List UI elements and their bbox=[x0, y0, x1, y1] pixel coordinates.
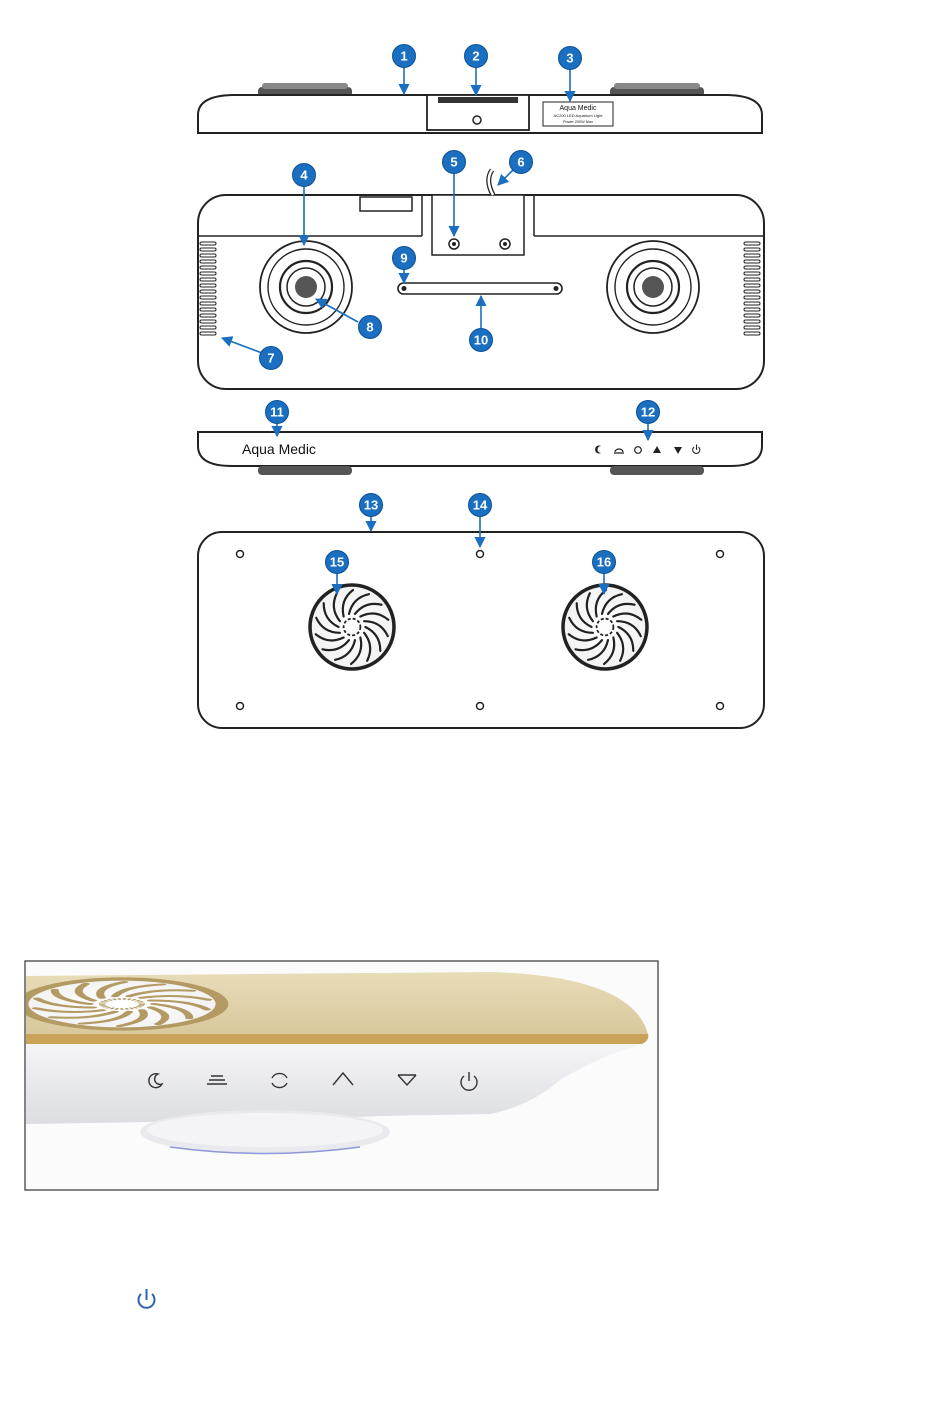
vent-slot bbox=[200, 314, 216, 317]
front-view bbox=[198, 170, 764, 389]
fan-grille-right bbox=[563, 585, 647, 669]
vent-slot bbox=[744, 260, 760, 263]
callout-badge: 11 bbox=[266, 401, 289, 424]
badge-number: 2 bbox=[472, 49, 479, 64]
vent-slot bbox=[744, 308, 760, 311]
badge-number: 10 bbox=[474, 333, 488, 348]
callout-badge: 3 bbox=[559, 47, 582, 70]
vent-slot bbox=[744, 332, 760, 335]
label-plate: Aqua Medic AC200 LED Aquarium Light Powe… bbox=[543, 102, 613, 126]
callout-badge: 5 bbox=[443, 151, 466, 174]
badge-number: 9 bbox=[400, 251, 407, 266]
vent-slot bbox=[200, 308, 216, 311]
vent-slot bbox=[200, 284, 216, 287]
vent-slot bbox=[200, 242, 216, 245]
vent-slot bbox=[744, 326, 760, 329]
control-edge-view: Aqua Medic bbox=[198, 432, 762, 475]
callout-badge: 9 bbox=[393, 247, 416, 270]
vent-slot bbox=[744, 320, 760, 323]
vent-slot bbox=[200, 326, 216, 329]
callout-badge: 4 bbox=[293, 164, 316, 187]
front-brand-text: Aqua Medic bbox=[242, 441, 316, 457]
badge-number: 5 bbox=[450, 155, 457, 170]
fan-view bbox=[198, 532, 764, 728]
badge-number: 7 bbox=[267, 351, 274, 366]
vent-slot bbox=[200, 272, 216, 275]
callout-badge: 13 bbox=[360, 494, 383, 517]
product-photo bbox=[22, 961, 658, 1190]
vent-slot bbox=[200, 302, 216, 305]
lens-right bbox=[607, 241, 699, 333]
badge-number: 1 bbox=[400, 49, 407, 64]
mounting-rail bbox=[398, 283, 562, 294]
vent-slot bbox=[744, 296, 760, 299]
lens-left bbox=[260, 241, 352, 333]
vent-slot bbox=[200, 278, 216, 281]
callout-badge: 1 bbox=[393, 45, 416, 68]
top-edge-view: Aqua Medic AC200 LED Aquarium Light Powe… bbox=[198, 83, 762, 133]
badge-number: 14 bbox=[473, 498, 488, 513]
callout-badge: 8 bbox=[359, 316, 382, 339]
callout-badge: 10 bbox=[470, 329, 493, 352]
callout-badge: 7 bbox=[260, 347, 283, 370]
badge-number: 3 bbox=[566, 51, 573, 66]
badge-number: 15 bbox=[330, 555, 344, 570]
vent-slot bbox=[200, 332, 216, 335]
fan-grille-left bbox=[310, 585, 394, 669]
badge-number: 4 bbox=[300, 168, 308, 183]
vent-slot bbox=[744, 278, 760, 281]
callout-badge: 16 bbox=[593, 551, 616, 574]
vent-slot bbox=[744, 302, 760, 305]
photo-fan-grille bbox=[22, 979, 222, 1029]
power-icon bbox=[139, 1289, 155, 1308]
vent-slot bbox=[744, 284, 760, 287]
vent-slot bbox=[200, 248, 216, 251]
callout-badge: 6 bbox=[510, 151, 533, 174]
vent-slot bbox=[744, 290, 760, 293]
vent-slot bbox=[200, 290, 216, 293]
vent-slot bbox=[744, 254, 760, 257]
vent-slot bbox=[744, 248, 760, 251]
vent-slot bbox=[744, 272, 760, 275]
label-plate-model: AC200 LED Aquarium Light bbox=[554, 113, 604, 118]
vent-slot bbox=[744, 242, 760, 245]
callout-badge: 12 bbox=[637, 401, 660, 424]
vent-slot bbox=[200, 254, 216, 257]
vent-slot bbox=[200, 320, 216, 323]
callout-badge: 2 bbox=[465, 45, 488, 68]
vent-slot bbox=[744, 314, 760, 317]
vent-slot bbox=[200, 266, 216, 269]
callout-badge: 15 bbox=[326, 551, 349, 574]
vent-slot bbox=[200, 296, 216, 299]
badge-number: 11 bbox=[270, 405, 284, 420]
label-plate-power: Power 200W Max bbox=[563, 120, 593, 124]
badge-number: 6 bbox=[517, 155, 524, 170]
vent-slot bbox=[744, 266, 760, 269]
badge-number: 16 bbox=[597, 555, 611, 570]
callout-badge: 14 bbox=[469, 494, 492, 517]
badge-number: 13 bbox=[364, 498, 378, 513]
label-plate-brand: Aqua Medic bbox=[560, 105, 597, 112]
badge-number: 8 bbox=[366, 320, 373, 335]
badge-number: 12 bbox=[641, 405, 655, 420]
vent-slot bbox=[200, 260, 216, 263]
